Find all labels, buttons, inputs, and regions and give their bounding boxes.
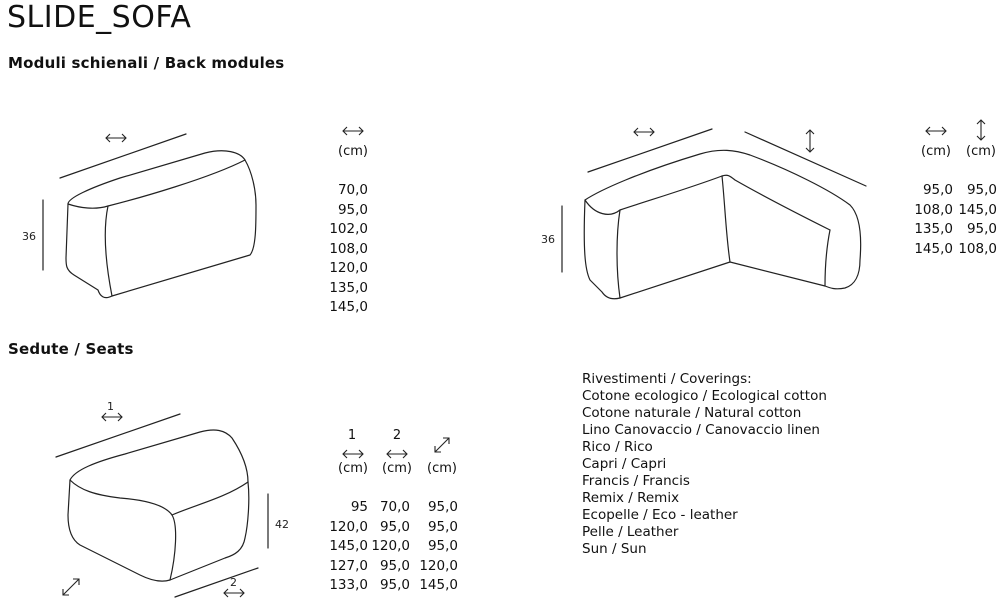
covering-item: Lino Canovaccio / Canovaccio linen: [582, 422, 820, 438]
covering-item: Pelle / Leather: [582, 524, 679, 540]
unit-label: (cm): [427, 461, 457, 476]
seat-width-1-value: 120,0: [329, 518, 368, 535]
width-arrow-icon: [925, 126, 947, 136]
seat-width-1-value: 95: [350, 499, 368, 515]
seat-diagonal-value: 120,0: [419, 557, 458, 574]
seat-diagonal-value: 95,0: [427, 518, 458, 535]
width-arrow-icon: [342, 126, 364, 136]
back-module-2-col-b: 95,0 145,0 95,0 108,0: [954, 181, 997, 259]
seat-diagonal-value: 95,0: [427, 499, 458, 515]
seat-width-2-value: 120,0: [371, 538, 410, 554]
column-2-number: 2: [392, 428, 402, 443]
seat-width-2-value: 70,0: [379, 499, 410, 515]
page-title: SLIDE_SOFA: [7, 0, 192, 35]
depth-value: 145,0: [958, 201, 997, 218]
height-label: 42: [275, 518, 289, 531]
seats-col-3: 95,0 95,0 95,0 120,0 145,0: [412, 498, 458, 596]
dim-number-2: 2: [230, 576, 237, 589]
width-value: 120,0: [329, 260, 368, 276]
covering-item: Remix / Remix: [582, 490, 680, 506]
seat-module-drawing: [55, 413, 269, 598]
width-value: 135,0: [914, 221, 953, 237]
seat-diagonal-value: 145,0: [419, 577, 458, 593]
depth-value: 95,0: [966, 221, 997, 237]
covering-item: Ecopelle / Eco - leather: [582, 507, 738, 523]
height-label: 36: [541, 233, 555, 246]
width-value: 145,0: [914, 240, 953, 257]
covering-item: Cotone ecologico / Ecological cotton: [582, 388, 827, 404]
back-module-2-col-a: 95,0 108,0 135,0 145,0: [908, 181, 953, 259]
width-value: 95,0: [922, 182, 953, 198]
width-value: 135,0: [329, 279, 368, 296]
seat-diagonal-value: 95,0: [427, 538, 458, 554]
seat-width-1-value: 127,0: [329, 557, 368, 574]
unit-label: (cm): [921, 144, 951, 159]
seat-width-2-value: 95,0: [379, 577, 410, 593]
diagonal-arrow-icon: [62, 578, 80, 596]
back-module-corner-drawing: [561, 128, 867, 300]
back-module-straight-drawing: [42, 133, 257, 299]
width-value: 95,0: [337, 201, 368, 218]
unit-label: (cm): [966, 144, 996, 159]
seat-width-1-value: 133,0: [329, 577, 368, 593]
unit-label: (cm): [338, 144, 368, 159]
seat-width-1-value: 145,0: [329, 538, 368, 554]
unit-label: (cm): [382, 461, 412, 476]
seat-width-2-value: 95,0: [379, 557, 410, 574]
width-1-arrow-icon: [101, 412, 123, 422]
width-value: 102,0: [329, 221, 368, 237]
seats-col-1: 95 120,0 145,0 127,0 133,0: [322, 498, 368, 596]
depth-arrow-icon: [976, 119, 986, 141]
width-1-arrow-icon: [342, 449, 364, 459]
back-modules-heading: Moduli schienali / Back modules: [8, 54, 285, 72]
dim-number-1: 1: [107, 400, 114, 413]
covering-item: Capri / Capri: [582, 456, 667, 472]
covering-item: Francis / Francis: [582, 473, 690, 489]
seats-heading: Sedute / Seats: [8, 340, 134, 358]
covering-item: Rico / Rico: [582, 439, 653, 455]
seats-col-2: 70,0 95,0 120,0 95,0 95,0: [368, 498, 410, 596]
back-module-1-widths: 70,0 95,0 102,0 108,0 120,0 135,0 145,0: [322, 181, 368, 318]
depth-value: 108,0: [958, 240, 997, 257]
width-value: 108,0: [914, 201, 953, 218]
width-2-arrow-icon: [386, 449, 408, 459]
diagonal-arrow-icon: [434, 437, 450, 453]
width-value: 108,0: [329, 240, 368, 257]
width-value: 70,0: [337, 182, 368, 198]
seat-width-2-value: 95,0: [379, 518, 410, 535]
coverings-list: Rivestimenti / Coverings: Cotone ecologi…: [582, 371, 827, 558]
width-2-arrow-icon: [223, 588, 245, 598]
width-arrow-icon: [633, 127, 655, 137]
covering-item: Cotone naturale / Natural cotton: [582, 405, 802, 421]
width-arrow-icon: [105, 133, 127, 143]
depth-arrow-icon: [805, 129, 815, 153]
covering-item: Sun / Sun: [582, 541, 647, 557]
unit-label: (cm): [338, 461, 368, 476]
column-1-number: 1: [347, 428, 357, 443]
width-value: 145,0: [329, 299, 368, 315]
coverings-heading: Rivestimenti / Coverings:: [582, 371, 752, 387]
height-label: 36: [22, 230, 36, 243]
depth-value: 95,0: [966, 182, 997, 198]
